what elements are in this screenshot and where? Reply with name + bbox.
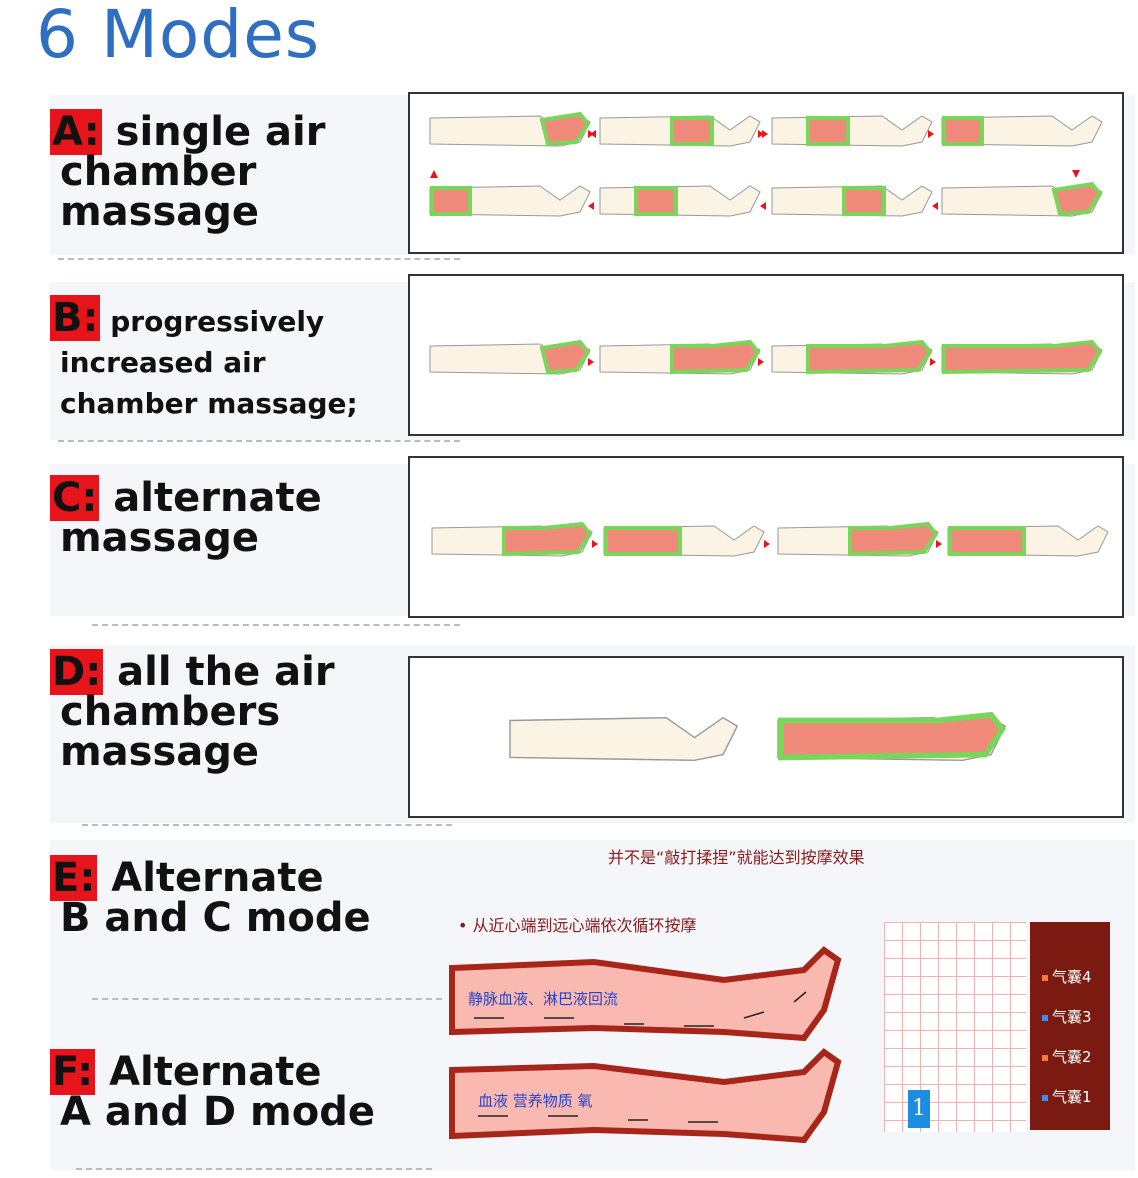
legend-item-4: 气囊4 [1042,966,1092,987]
chamber-legend: 气囊4 气囊3 气囊2 气囊1 [1030,922,1110,1130]
mode-c-illustration [408,456,1124,618]
mode-d-legs [509,711,1007,761]
legend-label: 气囊4 [1052,968,1092,986]
mode-d-illustration [408,656,1124,818]
blood-supply-label: 血液 营养物质 氧 [478,1092,593,1110]
mode-a-line-1: single air [115,109,326,155]
legend-item-3: 气囊3 [1042,1006,1092,1027]
legend-label: 气囊1 [1052,1088,1092,1106]
legend-swatch [1042,1094,1048,1101]
mode-b-legs [429,339,1103,375]
mode-c-text: C: alternate massage [50,475,322,561]
mode-b-line-2: increased air [60,346,266,379]
circulation-legs [449,946,842,1144]
mode-a-line-2: chamber [60,149,257,195]
venous-return-label: 静脉血液、淋巴液回流 [468,990,619,1008]
mode-a-text: A: single air chamber massage [50,109,326,235]
divider [76,1168,432,1170]
mode-b-line-3: chamber massage; [60,387,358,420]
mode-c-line-2: massage [60,515,260,561]
mode-e-line-1: Alternate [111,855,324,901]
legend-swatch [1042,974,1048,981]
diagram-heading: 并不是“敲打揉捏”就能达到按摩效果 [608,848,865,867]
legend-swatch [1042,1014,1048,1021]
mode-e-text: E: Alternate B and C mode [50,855,371,941]
mode-a-line-3: massage [60,189,260,235]
legend-label: 气囊3 [1052,1008,1092,1026]
legend-swatch [1042,1054,1048,1061]
mode-c-line-1: alternate [113,475,322,521]
mode-b-badge: B: [50,295,101,341]
mode-b-line-1: progressively [110,305,325,338]
divider [58,440,460,442]
mode-d-badge: D: [50,649,104,695]
divider [92,624,460,626]
legend-label: 气囊2 [1052,1048,1092,1066]
divider [92,998,442,1000]
mode-d-text: D: all the air chambers massage [50,649,335,775]
mode-c-legs [431,521,1109,557]
divider [58,258,460,260]
mode-f-badge: F: [50,1049,96,1095]
mode-b-illustration [408,274,1124,436]
diagram-bullet-text: 从近心端到远心端依次循环按摩 [472,916,697,935]
legend-item-1: 气囊1 [1042,1086,1092,1107]
mode-d-line-3: massage [60,729,260,775]
diagram-bullet: • 从近心端到远心端依次循环按摩 [458,916,697,935]
mode-a-legs [429,111,1103,217]
legend-item-2: 气囊2 [1042,1046,1092,1067]
mode-b-text: B: progressively increased air chamber m… [50,295,358,424]
chamber-level-marker: 1 [908,1090,930,1128]
pressure-grid [884,922,1026,1132]
divider [82,824,452,826]
mode-f-line-1: Alternate [109,1049,322,1095]
mode-a-badge: A: [50,109,102,155]
page-title: 6 Modes [36,0,321,73]
leg-row-top [429,111,1103,147]
mode-a-illustration [408,92,1124,254]
flow-arrows [430,130,1080,210]
mode-d-line-2: chambers [60,689,281,735]
mode-f-text: F: Alternate A and D mode [50,1049,375,1135]
mode-e-badge: E: [50,855,98,901]
leg-row-bottom [429,181,1103,217]
mode-f-line-2: A and D mode [60,1089,375,1135]
mode-d-line-1: all the air [117,649,335,695]
mode-c-badge: C: [50,475,100,521]
mode-e-line-2: B and C mode [60,895,371,941]
